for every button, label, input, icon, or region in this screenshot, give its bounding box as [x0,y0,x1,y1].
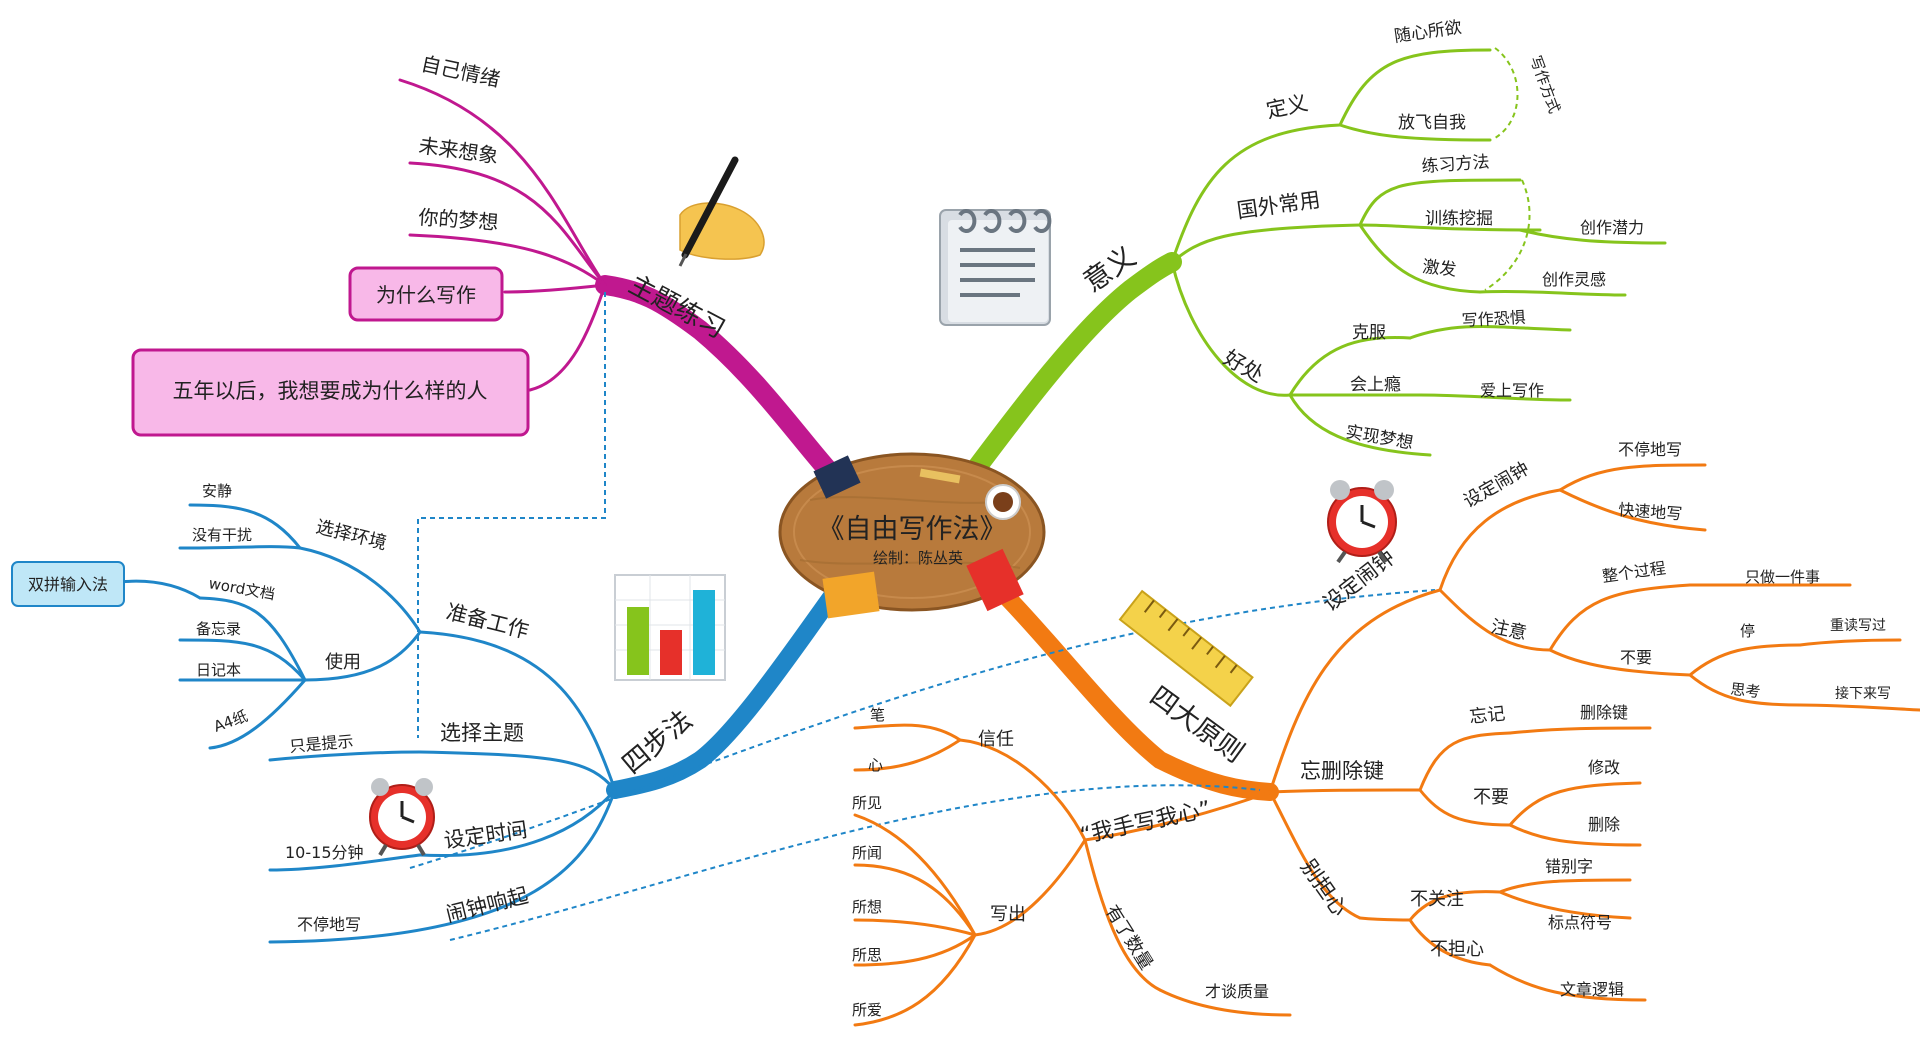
branch-meaning [1170,48,1667,457]
meaning-benefit-c1: 克服 [1352,323,1386,343]
principles-clock-dont: 不要 [1620,648,1652,667]
alarm-clock-icon-top [1327,480,1397,564]
branch-label-theme: 主题练习 [624,270,730,345]
principles-clock-set-c2: 快速地写 [1618,500,1683,523]
principles-clock-note: 注意 [1489,616,1529,644]
branch-four-steps [118,503,617,944]
principles-clock-set: 设定闹钟 [1460,458,1533,512]
trunk-four-steps [606,576,849,799]
center-author: 绘制：陈丛英 [873,549,963,567]
meaning-foreign-g3: 创作灵感 [1542,270,1606,289]
principles-myhand-trust: 信任 [978,729,1014,750]
principles-nodel-forget-c1: 删除键 [1580,703,1628,722]
principles-worry-nowor-c1: 文章逻辑 [1560,980,1624,999]
principles-myhand-write: 写出 [990,904,1026,925]
four-steps-use-c2: 备忘录 [196,620,241,638]
meaning-foreign-c2: 训练挖掘 [1425,209,1493,229]
meaning-dashed [1484,47,1531,291]
principles-myhand-qty: 有了数量 [1101,902,1157,974]
meaning-foreign-g2: 创作潜力 [1580,218,1644,237]
principles-myhand-write-c2: 所闻 [852,844,882,862]
four-steps-use-c3: 日记本 [196,661,241,679]
center-node: 《自由写作法》 绘制：陈丛英 [778,452,1046,619]
four-steps-dashed [409,292,1436,941]
principles-worry: 别担心 [1296,855,1352,920]
four-steps-use-extra: 双拼输入法 [28,575,108,594]
principles-myhand-trust-c2: 心 [868,756,883,774]
four-steps-labels: 四步法 准备工作 选择环境 安静 没有干扰 使用 word文档 备忘录 日记本 … [192,482,699,934]
four-steps-env-c2: 没有干扰 [192,526,252,544]
theme-item-4: 为什么写作 [376,283,476,307]
theme-box-why: 为什么写作 [348,266,504,322]
principles-myhand-qty-c1: 才谈质量 [1205,982,1269,1001]
meaning-def: 定义 [1264,91,1310,123]
meaning-foreign-c1: 练习方法 [1421,152,1490,177]
center-title: 《自由写作法》 [818,514,1007,545]
meaning-benefit-g1: 写作恐惧 [1461,308,1526,330]
theme-item-2: 未来想象 [417,133,500,168]
principles-myhand-write-c5: 所爱 [852,1001,882,1019]
principles-clock-only: 只做一件事 [1745,568,1820,586]
principles-worry-nowor: 不担心 [1430,939,1484,960]
pen-hand-icon [678,156,765,267]
meaning-def-c2: 放飞自我 [1398,113,1466,133]
principles-myhand-trust-c1: 笔 [870,706,885,724]
principles-worry-ignore-c2: 标点符号 [1548,913,1612,932]
principles-nodel: 忘删除键 [1300,759,1384,783]
principles-myhand: “我手写我心” [1078,797,1213,849]
four-steps-topic: 选择主题 [440,721,524,745]
meaning-benefit-g2: 爱上写作 [1480,381,1544,400]
theme-box-five-years: 五年以后，我想要成为什么样的人 [131,348,530,437]
branch-theme [398,78,607,392]
notepad-icon [939,209,1052,326]
meaning-foreign: 国外常用 [1235,187,1322,222]
principles-clock-reread: 重读写过 [1830,617,1886,634]
principles-clock-next: 接下来写 [1835,685,1891,702]
four-steps-box-pinyin: 双拼输入法 [11,561,125,607]
branch-principles [853,463,1920,1027]
meaning-def-c1: 随心所欲 [1393,18,1463,47]
theme-item-5: 五年以后，我想要成为什么样的人 [173,379,488,403]
principles-clock-stop: 停 [1740,622,1755,640]
principles-clock-think: 思考 [1730,680,1762,701]
four-steps-time-c1: 10-15分钟 [285,843,364,862]
four-steps-topic-c1: 只是提示 [289,731,354,756]
meaning-benefit-c2: 会上瘾 [1350,375,1401,395]
four-steps-use: 使用 [325,652,361,673]
principles-nodel-dont-c2: 删除 [1588,815,1620,834]
principles-worry-ignore-c1: 错别字 [1545,857,1593,876]
principles-myhand-write-c4: 所思 [852,946,882,964]
meaning-foreign-c3: 激发 [1421,257,1457,280]
theme-item-1: 自己情绪 [419,51,502,91]
trunk-meaning [965,252,1182,480]
principles-nodel-forget: 忘记 [1468,703,1506,728]
trunk-theme [595,275,845,488]
ruler-icon [1118,589,1254,708]
principles-clock-whole: 整个过程 [1601,558,1667,586]
principles-worry-ignore: 不关注 [1410,889,1464,910]
meaning-labels: 意义 定义 随心所欲 放飞自我 写作方式 国外常用 练习方法 训练挖掘 激发 创… [1077,18,1644,454]
four-steps-alarm-c1: 不停地写 [297,915,361,934]
meaning-def-note: 写作方式 [1526,53,1563,116]
four-steps-env-c1: 安静 [202,482,232,500]
principles-myhand-write-c3: 所想 [852,898,882,916]
theme-item-3: 你的梦想 [418,205,499,235]
four-steps-env: 选择环境 [314,516,389,554]
principles-nodel-dont-c1: 修改 [1588,758,1620,777]
alarm-clock-icon-left [369,778,435,857]
bar-chart-icon [614,574,726,681]
principles-myhand-write-c1: 所见 [852,794,882,812]
four-steps-alarm: 闹钟响起 [443,883,530,927]
four-steps-use-c4: A4纸 [211,707,250,736]
principles-clock-set-c1: 不停地写 [1618,440,1682,459]
principles-nodel-dont: 不要 [1473,787,1509,808]
